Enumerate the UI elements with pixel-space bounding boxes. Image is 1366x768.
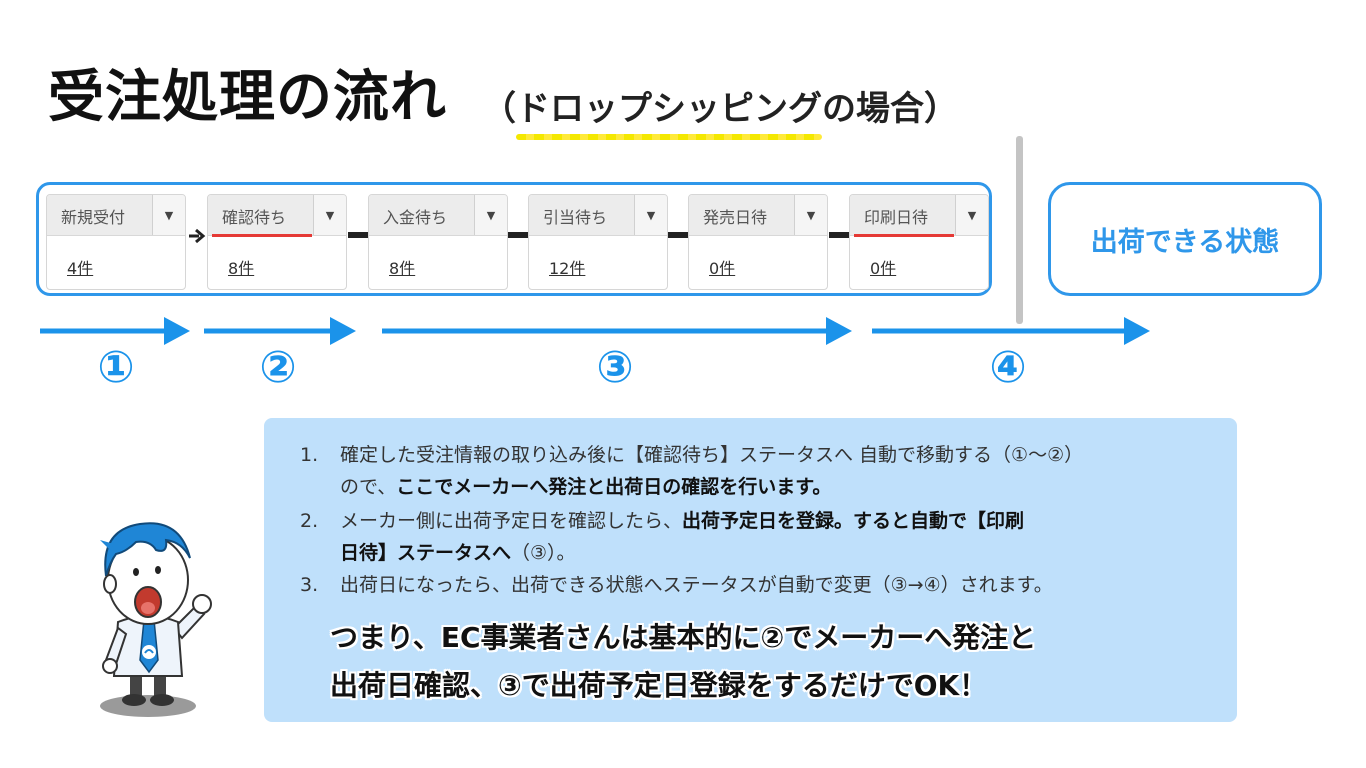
page-subtitle: （ドロップシッピングの場合）	[482, 84, 958, 140]
chevron-down-icon[interactable]: ▼	[794, 195, 827, 235]
status-count-link[interactable]: 8件	[228, 259, 255, 278]
note-1-line-2: ので、ここでメーカーへ発注と出荷日の確認を行います。	[340, 472, 831, 502]
note-2-plain-cont: （③）。	[511, 542, 576, 564]
step-number-4: ④	[989, 342, 1027, 393]
status-connector	[668, 232, 688, 238]
note-1-bold: ここでメーカーへ発注と出荷日の確認を行います。	[396, 476, 832, 498]
step-number-1: ①	[97, 342, 135, 393]
status-underline-marker	[212, 234, 312, 237]
status-card-header: 入金待ち ▼	[369, 195, 507, 236]
chevron-down-icon[interactable]: ▼	[634, 195, 667, 235]
status-card-header: 新規受付 ▼	[47, 195, 185, 236]
status-card-payment[interactable]: 入金待ち ▼ 8件	[368, 194, 508, 290]
status-label: 入金待ち	[383, 208, 448, 227]
note-2-bold: 出荷予定日を登録。すると自動で【印刷	[682, 510, 1025, 532]
note-3-line-1: 出荷日になったら、出荷できる状態へステータスが自動で変更（③→④）されます。	[340, 574, 1053, 596]
status-count-link[interactable]: 8件	[389, 259, 416, 278]
flow-arrows	[40, 317, 1150, 345]
subtitle-highlight: ドロップシッピング	[516, 84, 822, 140]
status-label: 発売日待	[703, 208, 768, 227]
status-count-link[interactable]: 4件	[67, 259, 94, 278]
status-card-confirm[interactable]: 確認待ち ▼ 8件	[207, 194, 347, 290]
status-card-header: 印刷日待 ▼	[850, 195, 988, 237]
status-pipeline-frame	[36, 182, 992, 296]
status-card-header: 確認待ち ▼	[208, 195, 346, 237]
ready-to-ship-box: 出荷できる状態	[1048, 182, 1322, 296]
note-2-number: 2.	[300, 510, 319, 532]
status-card-release[interactable]: 発売日待 ▼ 0件	[688, 194, 828, 290]
status-count-link[interactable]: 12件	[549, 259, 586, 278]
chevron-down-icon[interactable]: ▼	[955, 195, 988, 235]
page-title: 受注処理の流れ	[48, 65, 447, 130]
note-1-plain: ので、	[340, 476, 397, 498]
status-card-header: 発売日待 ▼	[689, 195, 827, 236]
chevron-down-icon[interactable]: ▼	[152, 195, 185, 235]
status-count-link[interactable]: 0件	[870, 259, 897, 278]
status-underline-marker	[854, 234, 954, 237]
section-divider	[1016, 136, 1023, 324]
summary-line-2: 出荷日確認、③で出荷予定日登録をするだけでOK！	[330, 669, 988, 702]
note-2-plain: メーカー側に出荷予定日を確認したら、	[340, 510, 683, 532]
note-3-number: 3.	[300, 574, 319, 596]
step-number-2: ②	[259, 342, 297, 393]
note-2-line-1: メーカー側に出荷予定日を確認したら、出荷予定日を登録。すると自動で【印刷	[340, 506, 1024, 536]
status-card-new[interactable]: 新規受付 ▼ 4件	[46, 194, 186, 290]
step-number-3: ③	[596, 342, 634, 393]
arrow-right-icon	[189, 228, 206, 244]
note-1-line-1: 確定した受注情報の取り込み後に【確認待ち】ステータスへ 自動で移動する（①～②）	[340, 444, 1084, 466]
status-label: 新規受付	[61, 208, 126, 227]
subtitle-rest: の場合）	[822, 89, 958, 129]
chevron-down-icon[interactable]: ▼	[474, 195, 507, 235]
status-connector	[348, 232, 368, 238]
status-connector	[829, 232, 849, 238]
status-label: 引当待ち	[543, 208, 608, 227]
mascot-character-icon	[100, 522, 212, 717]
note-1-number: 1.	[300, 444, 319, 466]
status-card-allocation[interactable]: 引当待ち ▼ 12件	[528, 194, 668, 290]
subtitle-open: （	[482, 89, 516, 129]
explanation-box	[264, 418, 1237, 722]
status-label: 印刷日待	[864, 208, 929, 227]
chevron-down-icon[interactable]: ▼	[313, 195, 346, 235]
status-card-print[interactable]: 印刷日待 ▼ 0件	[849, 194, 989, 290]
status-connector	[508, 232, 528, 238]
summary-line-1: つまり、EC事業者さんは基本的に②でメーカーへ発注と	[330, 621, 1037, 654]
note-2-bold-cont: 日待】ステータスへ	[340, 542, 512, 564]
status-label: 確認待ち	[222, 208, 287, 227]
status-count-link[interactable]: 0件	[709, 259, 736, 278]
note-2-line-2: 日待】ステータスへ（③）。	[340, 538, 576, 568]
status-card-header: 引当待ち ▼	[529, 195, 667, 236]
